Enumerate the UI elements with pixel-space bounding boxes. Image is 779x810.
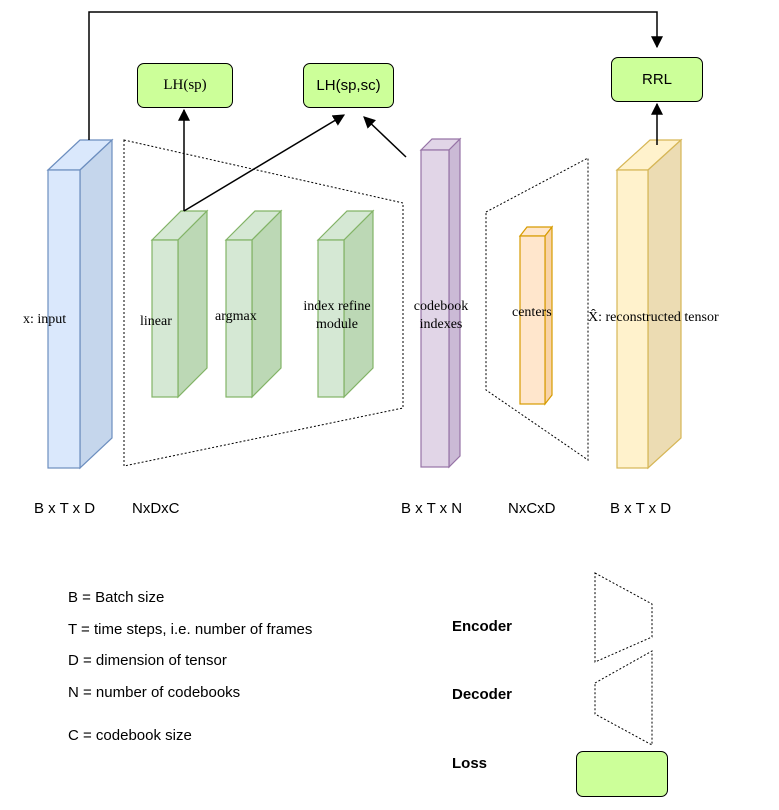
lh-sp-sc-box: LH(sp,sc)	[303, 63, 394, 108]
arrow-linear-to-lh-sp-sc	[183, 114, 346, 212]
legend-decoder-label: Decoder	[452, 686, 513, 703]
reconstructed-block	[615, 138, 683, 470]
index-refine-label: index refine module	[286, 298, 388, 334]
dim-decoder: NxCxD	[508, 500, 556, 517]
codebook-indexes-label: codebook indexes	[398, 298, 484, 334]
argmax-block	[224, 209, 283, 399]
definition-n: N = number of codebooks	[68, 684, 241, 701]
input-block	[46, 138, 114, 470]
definition-b: B = Batch size	[68, 589, 165, 606]
legend-loss-shape	[576, 751, 668, 797]
lh-sp-label: LH(sp)	[163, 77, 207, 93]
codebook-line2: indexes	[419, 317, 463, 332]
dim-codebook: B x T x N	[401, 500, 463, 517]
input-label: x: input	[23, 312, 67, 327]
codebook-indexes-block	[419, 137, 462, 469]
dim-input: B x T x D	[34, 500, 96, 517]
dim-output: B x T x D	[610, 500, 672, 517]
linear-block	[150, 209, 209, 399]
index-refine-line2: module	[316, 317, 358, 332]
index-refine-line1: index refine	[303, 299, 371, 314]
codebook-line1: codebook	[413, 299, 469, 314]
arrow-input-to-rrl	[88, 11, 663, 140]
legend-loss-label: Loss	[452, 755, 488, 772]
definition-t: T = time steps, i.e. number of frames	[68, 621, 313, 638]
rrl-label: RRL	[641, 71, 672, 88]
legend-encoder-shape	[594, 572, 653, 663]
linear-label: linear	[140, 314, 172, 329]
lh-sp-sc-label: LH(sp,sc)	[316, 77, 381, 94]
decoder-trapezoid	[485, 157, 589, 461]
index-refine-block	[316, 209, 375, 399]
rrl-box: RRL	[611, 57, 703, 102]
centers-label: centers	[512, 305, 552, 320]
arrow-codebook-to-lh-sp-sc	[363, 116, 407, 158]
definition-c: C = codebook size	[68, 727, 192, 744]
legend-encoder-label: Encoder	[452, 618, 513, 635]
definition-d: D = dimension of tensor	[68, 652, 227, 669]
dim-encoder: NxDxC	[132, 500, 180, 517]
reconstructed-label: X̂: reconstructed tensor	[588, 310, 719, 325]
argmax-label: argmax	[215, 309, 257, 324]
legend-decoder-shape	[594, 650, 653, 746]
encoder-trapezoid	[123, 139, 404, 467]
lh-sp-box: LH(sp)	[137, 63, 233, 108]
centers-block	[518, 225, 554, 406]
